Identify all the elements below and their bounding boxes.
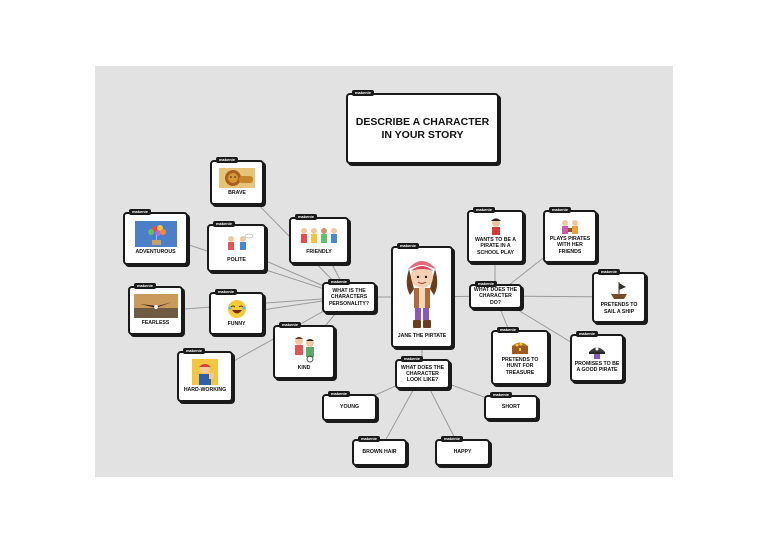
node-adventurous[interactable]: makenie ADVENTUROUS (123, 212, 188, 265)
young-label: YOUNG (340, 404, 359, 410)
node-happy[interactable]: makenie HAPPY (435, 439, 490, 466)
node-tag: makenie (441, 436, 463, 442)
node-tag: makenie (490, 392, 512, 398)
happy-label: HAPPY (454, 449, 472, 455)
node-tag: makenie (134, 283, 156, 289)
balloon-house-icon (135, 221, 177, 247)
node-short[interactable]: makenie SHORT (484, 395, 538, 420)
node-young[interactable]: makenie YOUNG (322, 394, 377, 421)
node-tag: makenie (397, 243, 419, 249)
node-promises[interactable]: makenie PROMISES TO BE A GOOD PIRATE (570, 334, 624, 382)
node-tag: makenie (497, 327, 519, 333)
look-label: WHAT DOES THE CHARACTER LOOK LIKE? (399, 365, 446, 384)
polite-label: POLITE (227, 257, 246, 263)
wants-label: WANTS TO BE A PIRATE IN A SCHOOL PLAY (471, 237, 520, 256)
fearless-label: FEARLESS (142, 320, 170, 326)
node-tag: makenie (598, 269, 620, 275)
brown-hair-label: BROWN HAIR (362, 449, 396, 455)
node-tag: makenie (328, 279, 350, 285)
adventurous-label: ADVENTUROUS (135, 249, 175, 255)
node-wants[interactable]: makenie WANTS TO BE A PIRATE IN A SCHOOL… (467, 210, 524, 263)
node-tag: makenie (549, 207, 571, 213)
hardworking-label: HARD-WORKING (184, 387, 226, 393)
node-polite[interactable]: makenie POLITE (207, 224, 266, 272)
friends-icon (297, 225, 341, 247)
pirate-hat-icon (587, 343, 607, 359)
node-plays[interactable]: makenie PLAYS PIRATES WITH HER FRIENDS (543, 210, 597, 263)
kind-label: KIND (298, 365, 311, 371)
hunt-label: PRETENDS TO HUNT FOR TREASURE (495, 357, 545, 376)
title-label: DESCRIBE A CHARACTER IN YOUR STORY (350, 116, 495, 142)
node-friendly[interactable]: makenie FRIENDLY (289, 217, 349, 264)
rosie-riveter-icon (192, 359, 218, 385)
node-tag: makenie (183, 348, 205, 354)
node-fearless[interactable]: makenie FEARLESS (128, 286, 183, 335)
lion-icon (219, 168, 255, 188)
short-label: SHORT (502, 404, 520, 410)
polite-kids-icon (219, 233, 255, 255)
title-node[interactable]: makenie DESCRIBE A CHARACTER IN YOUR STO… (346, 93, 499, 164)
node-tag: makenie (358, 436, 380, 442)
node-personality[interactable]: makenie WHAT IS THE CHARACTERS PERSONALI… (322, 282, 376, 313)
node-look[interactable]: makenie WHAT DOES THE CHARACTER LOOK LIK… (395, 359, 450, 389)
node-center[interactable]: makenie JANE THE PIRTATE (391, 246, 453, 348)
sail-label: PRETENDS TO SAIL A SHIP (596, 302, 642, 314)
node-tag: makenie (295, 214, 317, 220)
pirate-ship-icon (608, 280, 630, 300)
node-brave[interactable]: makenie BRAVE (210, 160, 264, 205)
pirate-kid-icon (486, 217, 506, 235)
node-doing[interactable]: makenie WHAT DOES THE CHARACTER DO? (469, 284, 522, 309)
node-tag: makenie (129, 209, 151, 215)
doing-label: WHAT DOES THE CHARACTER DO? (473, 287, 518, 306)
node-tag: makenie (216, 157, 238, 163)
node-hunt[interactable]: makenie PRETENDS TO HUNT FOR TREASURE (491, 330, 549, 385)
funny-label: FUNNY (228, 321, 246, 327)
node-tag: makenie (328, 391, 350, 397)
node-tag: makenie (475, 281, 497, 287)
node-tag: makenie (473, 207, 495, 213)
node-tag: makenie (213, 221, 235, 227)
personality-label: WHAT IS THE CHARACTERS PERSONALITY? (326, 288, 372, 307)
node-tag: makenie (576, 331, 598, 337)
plays-label: PLAYS PIRATES WITH HER FRIENDS (547, 236, 593, 255)
node-sail[interactable]: makenie PRETENDS TO SAIL A SHIP (592, 272, 646, 323)
center-label: JANE THE PIRTATE (398, 333, 447, 339)
node-tag: makenie (352, 90, 374, 96)
node-kind[interactable]: makenie KIND (273, 325, 335, 379)
node-funny[interactable]: makenie FUNNY (209, 292, 264, 335)
node-tag: makenie (279, 322, 301, 328)
treasure-chest-icon (509, 339, 531, 355)
node-brown-hair[interactable]: makenie BROWN HAIR (352, 439, 407, 466)
node-tag: makenie (215, 289, 237, 295)
friendly-label: FRIENDLY (306, 249, 331, 255)
laughing-emoji-icon (226, 299, 248, 319)
pirate-friends-icon (559, 218, 581, 234)
kind-kids-icon (289, 333, 319, 363)
node-hardworking[interactable]: makenie HARD-WORKING (177, 351, 233, 402)
node-tag: makenie (401, 356, 423, 362)
promises-label: PROMISES TO BE A GOOD PIRATE (574, 361, 620, 373)
eagle-icon (134, 294, 178, 318)
mind-map-board: makenie DESCRIBE A CHARACTER IN YOUR STO… (95, 66, 673, 477)
brave-label: BRAVE (228, 190, 246, 196)
pirate-girl-icon (400, 255, 444, 331)
